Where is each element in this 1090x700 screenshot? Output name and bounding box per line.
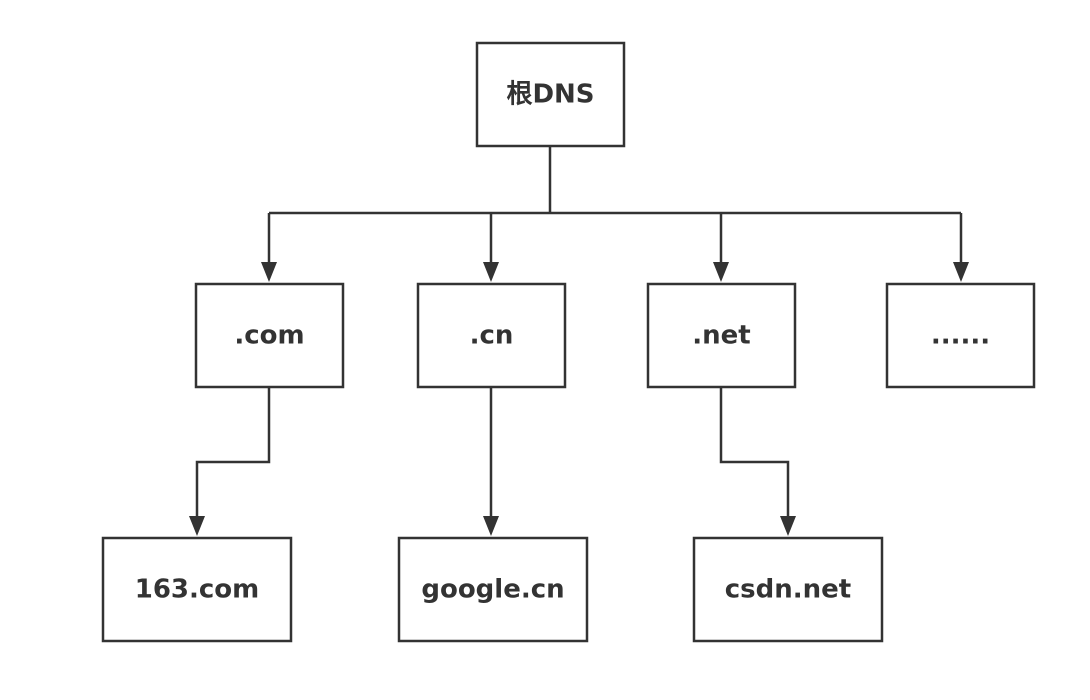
arrowhead-net: [713, 262, 729, 282]
node-cn-box: [416, 282, 567, 389]
arrowhead-cn: [483, 262, 499, 282]
node-net-box: [646, 282, 797, 389]
edges-tld-to-sld: [189, 387, 796, 536]
node-csdn-net: csdn.net: [692, 536, 884, 643]
node-root-label: 根DNS: [506, 80, 594, 110]
node-com-box: [194, 282, 345, 389]
node-csdn-net-box: [692, 536, 884, 643]
arrowhead-more: [953, 262, 969, 282]
arrowhead-163: [189, 516, 205, 536]
node-more-box: [885, 282, 1036, 389]
node-com: .com: [194, 282, 345, 389]
node-163-com-label: 163.com: [135, 575, 260, 605]
node-csdn-net-label: csdn.net: [725, 575, 851, 605]
node-net: .net: [646, 282, 797, 389]
node-net-label: .net: [692, 321, 750, 351]
node-root-dns: 根DNS: [475, 41, 626, 148]
node-cn: .cn: [416, 282, 567, 389]
node-google-cn: google.cn: [397, 536, 589, 643]
node-more-label: ......: [931, 321, 990, 351]
node-cn-label: .cn: [470, 321, 514, 351]
node-google-cn-label: google.cn: [421, 575, 564, 605]
edges-root-to-tld: [261, 146, 969, 282]
arrowhead-csdn: [780, 516, 796, 536]
node-root-box: [475, 41, 626, 148]
node-163-com: 163.com: [101, 536, 293, 643]
arrowhead-google: [483, 516, 499, 536]
node-more: ......: [885, 282, 1036, 389]
edge-com-to-163: [195, 387, 271, 520]
node-com-label: .com: [234, 321, 304, 351]
node-163-com-box: [101, 536, 293, 643]
edge-net-to-csdn: [719, 387, 790, 520]
node-google-cn-box: [397, 536, 589, 643]
arrowhead-com: [261, 262, 277, 282]
